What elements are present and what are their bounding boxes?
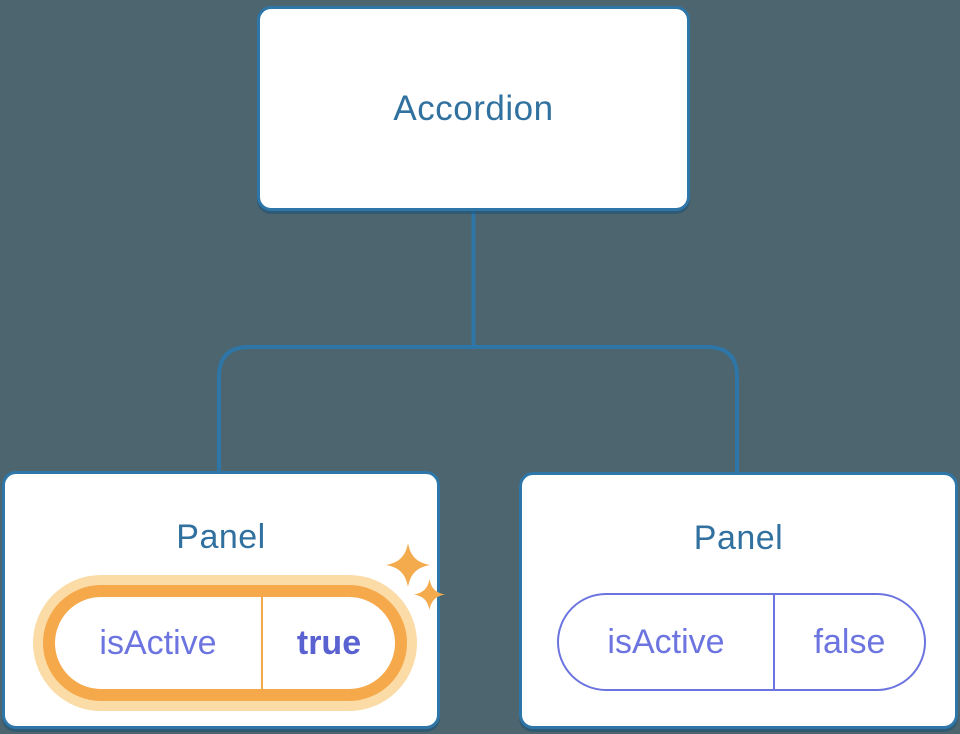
panel-component-box-inactive: Panel isActive false bbox=[519, 472, 958, 729]
sparkle-icon bbox=[414, 579, 445, 610]
sparkle-icon bbox=[386, 543, 430, 587]
panel-component-box-active: Panel isActive true bbox=[2, 471, 445, 729]
panel-label: Panel bbox=[176, 518, 266, 556]
connector-branches bbox=[217, 345, 739, 476]
state-value: true bbox=[296, 623, 362, 662]
pill-divider bbox=[773, 595, 775, 689]
state-pill-inactive: isActive false bbox=[557, 593, 926, 691]
pill-divider bbox=[261, 597, 263, 689]
state-pill-active: isActive true bbox=[43, 585, 407, 701]
state-name: isActive bbox=[607, 622, 725, 661]
state-value: false bbox=[813, 622, 886, 661]
accordion-component-box: Accordion bbox=[257, 6, 690, 211]
accordion-label: Accordion bbox=[393, 88, 554, 128]
state-name: isActive bbox=[99, 623, 217, 662]
panel-label: Panel bbox=[693, 519, 784, 557]
